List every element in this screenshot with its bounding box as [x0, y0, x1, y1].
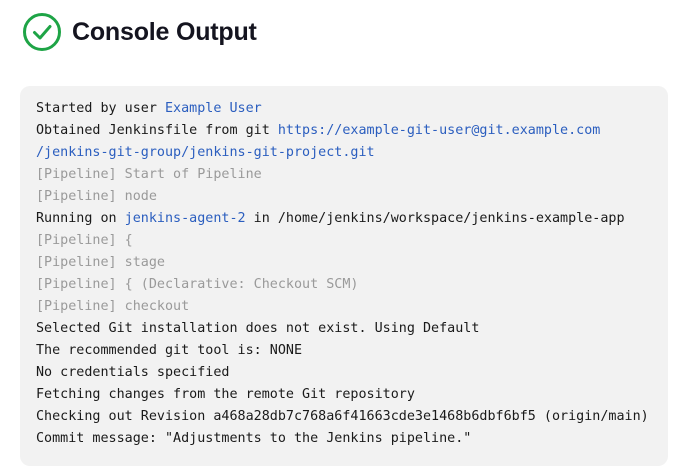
console-line: Selected Git installation does not exist…: [36, 321, 480, 336]
console-text: Started by user: [36, 101, 165, 116]
console-line-obtained: Obtained Jenkinsfile from git https://ex…: [36, 120, 652, 142]
console-line: Checking out Revision a468a28db7c768a6f4…: [36, 409, 649, 424]
console-text: in /home/jenkins/workspace/jenkins-examp…: [245, 211, 625, 226]
console-line-pipeline: [Pipeline] {: [36, 233, 133, 248]
page-title: Console Output: [72, 17, 257, 46]
console-line-running: Running on jenkins-agent-2 in /home/jenk…: [36, 208, 652, 230]
console-line-pipeline: [Pipeline] stage: [36, 255, 165, 270]
check-circle-icon: [23, 13, 61, 51]
console-line-started: Started by user Example User: [36, 98, 652, 120]
console-line: Fetching changes from the remote Git rep…: [36, 387, 415, 402]
console-line-pipeline: [Pipeline] Start of Pipeline: [36, 167, 262, 182]
console-line: The recommended git tool is: NONE: [36, 343, 303, 358]
console-line-pipeline: [Pipeline] checkout: [36, 299, 190, 314]
console-line-git-url-cont: /jenkins-git-group/jenkins-git-project.g…: [36, 142, 652, 164]
agent-link[interactable]: jenkins-agent-2: [124, 211, 246, 226]
console-line: No credentials specified: [36, 365, 230, 380]
console-line-pipeline: [Pipeline] node: [36, 189, 157, 204]
user-link[interactable]: Example User: [165, 101, 262, 116]
console-text: Obtained Jenkinsfile from git: [36, 123, 278, 138]
console-line: Commit message: "Adjustments to the Jenk…: [36, 431, 472, 446]
console-line-pipeline: [Pipeline] { (Declarative: Checkout SCM): [36, 277, 359, 292]
git-url-link[interactable]: https://example-git-user@git.example.com: [277, 123, 601, 138]
console-output[interactable]: Started by user Example User Obtained Je…: [20, 86, 668, 466]
page-header: Console Output: [22, 12, 257, 52]
console-text: Running on: [36, 211, 125, 226]
git-url-link-cont[interactable]: /jenkins-git-group/jenkins-git-project.g…: [36, 145, 375, 160]
